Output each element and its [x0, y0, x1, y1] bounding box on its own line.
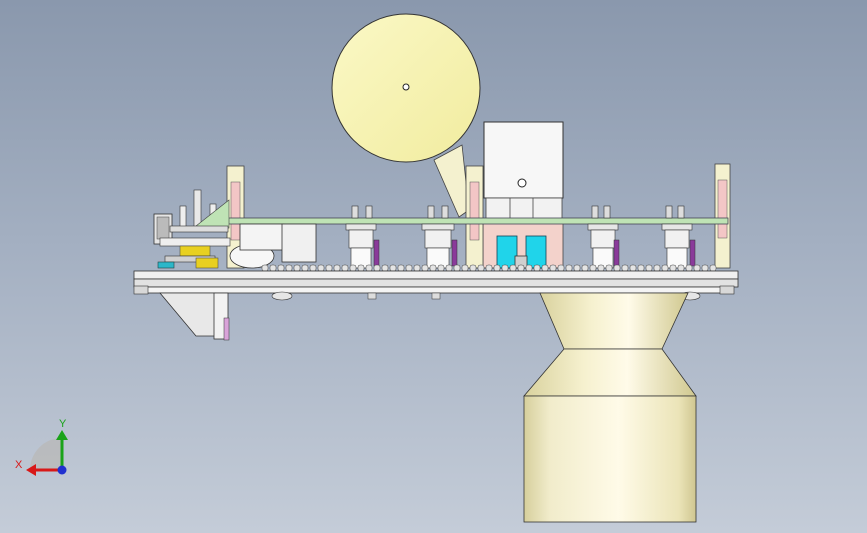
chain-link	[629, 264, 637, 272]
chain-link	[389, 264, 397, 272]
y-axis-label: Y	[59, 418, 67, 430]
chain-link	[373, 264, 381, 272]
left-bracket	[159, 292, 230, 341]
chain-link	[325, 264, 333, 272]
tape-reel	[331, 13, 481, 218]
chain-link	[261, 264, 269, 272]
chain-link	[677, 264, 685, 272]
x-axis-arrow-icon	[26, 464, 36, 476]
station-3	[587, 205, 620, 269]
station-1	[345, 205, 380, 269]
chain-link	[429, 264, 437, 272]
funnel-cone	[539, 292, 689, 350]
chain-link	[581, 264, 589, 272]
chain-link	[541, 264, 549, 272]
conveyor-chain	[261, 264, 717, 272]
labeling-head	[482, 121, 564, 269]
chain-link	[685, 264, 693, 272]
chain-link	[597, 264, 605, 272]
chain-link	[437, 264, 445, 272]
chain-link	[589, 264, 597, 272]
chain-link	[637, 264, 645, 272]
pedestal-cone	[523, 348, 697, 397]
base-plate	[133, 270, 739, 295]
chain-link	[381, 264, 389, 272]
chain-link	[653, 264, 661, 272]
chain-link	[301, 264, 309, 272]
chain-link	[349, 264, 357, 272]
chain-link	[549, 264, 557, 272]
pedestal-cylinder	[523, 395, 697, 523]
chain-link	[701, 264, 709, 272]
chain-link	[365, 264, 373, 272]
chain-link	[557, 264, 565, 272]
chain-link	[621, 264, 629, 272]
chain-link	[405, 264, 413, 272]
chain-link	[453, 264, 461, 272]
chain-link	[341, 264, 349, 272]
chain-link	[501, 264, 509, 272]
y-axis-arrow-icon	[56, 430, 68, 440]
chain-link	[397, 264, 405, 272]
chain-link	[525, 264, 533, 272]
chain-link	[421, 264, 429, 272]
chain-link	[269, 264, 277, 272]
chain-link	[477, 264, 485, 272]
chain-link	[573, 264, 581, 272]
chain-link	[357, 264, 365, 272]
chain-link	[309, 264, 317, 272]
chain-link	[533, 264, 541, 272]
station-2	[421, 205, 458, 269]
chain-link	[709, 264, 717, 272]
chain-link	[293, 264, 301, 272]
chain-link	[277, 264, 285, 272]
top-guide-belt	[227, 217, 729, 225]
chain-link	[661, 264, 669, 272]
axis-triad: Y X	[15, 418, 68, 476]
middle-post	[465, 165, 484, 269]
chain-link	[469, 264, 477, 272]
right-post	[714, 163, 731, 269]
chain-link	[605, 264, 613, 272]
chain-link	[693, 264, 701, 272]
chain-link	[613, 264, 621, 272]
chain-link	[333, 264, 341, 272]
station-4	[661, 205, 696, 269]
chain-link	[509, 264, 517, 272]
chain-link	[565, 264, 573, 272]
chain-link	[285, 264, 293, 272]
left-roller-block	[229, 223, 317, 269]
chain-link	[517, 264, 525, 272]
chain-link	[669, 264, 677, 272]
chain-link	[413, 264, 421, 272]
chain-link	[645, 264, 653, 272]
chain-link	[485, 264, 493, 272]
chain-link	[445, 264, 453, 272]
chain-link	[317, 264, 325, 272]
z-axis-dot	[57, 465, 67, 475]
chain-link	[493, 264, 501, 272]
chain-link	[461, 264, 469, 272]
reel-hub	[402, 83, 410, 91]
x-axis-label: X	[15, 459, 23, 471]
left-feeder	[153, 189, 231, 269]
